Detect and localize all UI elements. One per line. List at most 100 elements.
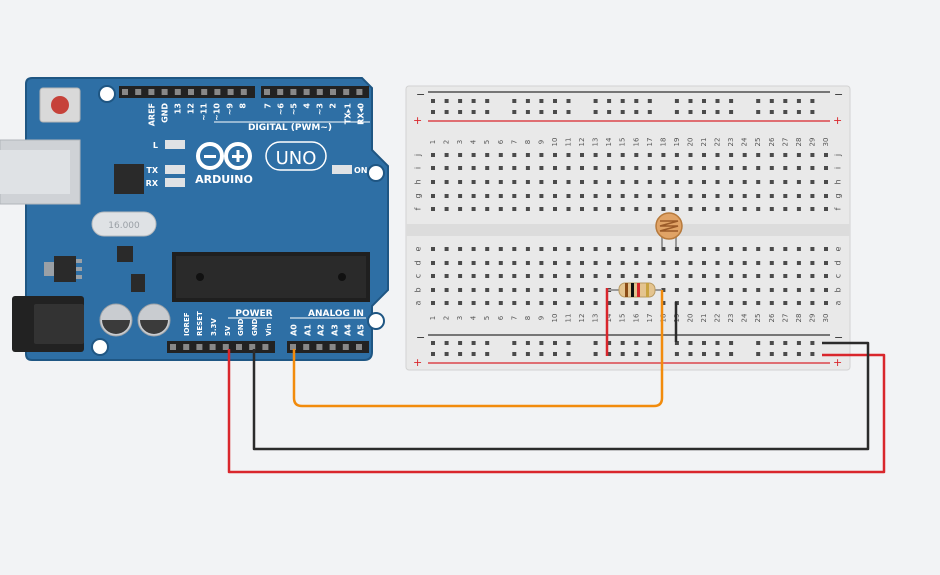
- terminal-hole[interactable]: [674, 166, 679, 170]
- terminal-hole[interactable]: [702, 247, 706, 251]
- rail-hole[interactable]: [688, 341, 693, 345]
- header-pin[interactable]: [227, 89, 234, 95]
- rail-hole[interactable]: [525, 99, 530, 103]
- terminal-hole[interactable]: [824, 166, 828, 170]
- terminal-hole[interactable]: [783, 207, 788, 211]
- terminal-hole[interactable]: [688, 261, 693, 265]
- rail-hole[interactable]: [647, 352, 652, 356]
- terminal-hole[interactable]: [471, 166, 476, 170]
- terminal-hole[interactable]: [688, 247, 693, 251]
- terminal-hole[interactable]: [444, 288, 449, 292]
- rail-hole[interactable]: [688, 110, 693, 114]
- terminal-hole[interactable]: [647, 180, 652, 184]
- terminal-hole[interactable]: [485, 288, 490, 292]
- terminal-hole[interactable]: [729, 194, 734, 198]
- terminal-hole[interactable]: [539, 153, 544, 157]
- terminal-hole[interactable]: [634, 180, 639, 184]
- terminal-hole[interactable]: [796, 166, 801, 170]
- terminal-hole[interactable]: [458, 166, 463, 170]
- rail-hole[interactable]: [715, 341, 720, 345]
- rail-hole[interactable]: [674, 99, 679, 103]
- terminal-hole[interactable]: [661, 274, 666, 278]
- header-pin[interactable]: [277, 89, 284, 95]
- breadboard[interactable]: − + − + − + − + 112233445566778899101011…: [405, 85, 851, 371]
- terminal-hole[interactable]: [756, 180, 761, 184]
- terminal-hole[interactable]: [553, 288, 557, 292]
- terminal-hole[interactable]: [702, 194, 706, 198]
- terminal-hole[interactable]: [769, 274, 774, 278]
- terminal-hole[interactable]: [512, 247, 517, 251]
- terminal-hole[interactable]: [824, 301, 828, 305]
- terminal-hole[interactable]: [702, 180, 706, 184]
- rail-hole[interactable]: [796, 110, 801, 114]
- terminal-hole[interactable]: [674, 180, 679, 184]
- terminal-hole[interactable]: [539, 274, 544, 278]
- terminal-hole[interactable]: [566, 274, 571, 278]
- rail-hole[interactable]: [756, 341, 761, 345]
- terminal-hole[interactable]: [715, 247, 720, 251]
- terminal-hole[interactable]: [702, 288, 706, 292]
- terminal-hole[interactable]: [742, 180, 747, 184]
- terminal-hole[interactable]: [485, 207, 490, 211]
- terminal-hole[interactable]: [688, 301, 693, 305]
- terminal-hole[interactable]: [647, 194, 652, 198]
- terminal-hole[interactable]: [512, 180, 517, 184]
- terminal-hole[interactable]: [729, 247, 734, 251]
- terminal-hole[interactable]: [742, 207, 747, 211]
- terminal-hole[interactable]: [796, 274, 801, 278]
- terminal-hole[interactable]: [702, 153, 706, 157]
- rail-hole[interactable]: [444, 110, 449, 114]
- terminal-hole[interactable]: [661, 301, 666, 305]
- terminal-hole[interactable]: [729, 166, 734, 170]
- terminal-hole[interactable]: [431, 194, 435, 198]
- terminal-hole[interactable]: [539, 207, 544, 211]
- terminal-hole[interactable]: [715, 153, 720, 157]
- header-pin[interactable]: [343, 89, 350, 95]
- terminal-hole[interactable]: [824, 274, 828, 278]
- terminal-hole[interactable]: [566, 301, 571, 305]
- terminal-hole[interactable]: [810, 301, 815, 305]
- terminal-hole[interactable]: [647, 166, 652, 170]
- terminal-hole[interactable]: [431, 288, 435, 292]
- terminal-hole[interactable]: [715, 194, 720, 198]
- terminal-hole[interactable]: [729, 288, 734, 292]
- wire-gnd-black[interactable]: [252, 341, 870, 451]
- terminal-hole[interactable]: [661, 261, 666, 265]
- rail-hole[interactable]: [796, 352, 801, 356]
- terminal-hole[interactable]: [471, 288, 476, 292]
- terminal-hole[interactable]: [458, 301, 463, 305]
- terminal-hole[interactable]: [580, 301, 584, 305]
- terminal-hole[interactable]: [796, 153, 801, 157]
- terminal-hole[interactable]: [444, 247, 449, 251]
- terminal-hole[interactable]: [783, 153, 788, 157]
- terminal-hole[interactable]: [634, 247, 639, 251]
- terminal-hole[interactable]: [593, 288, 598, 292]
- terminal-hole[interactable]: [485, 274, 490, 278]
- terminal-hole[interactable]: [525, 288, 530, 292]
- rail-hole[interactable]: [702, 352, 706, 356]
- terminal-hole[interactable]: [485, 247, 490, 251]
- terminal-hole[interactable]: [634, 166, 639, 170]
- terminal-hole[interactable]: [688, 207, 693, 211]
- terminal-hole[interactable]: [444, 180, 449, 184]
- terminal-hole[interactable]: [607, 274, 612, 278]
- terminal-hole[interactable]: [647, 153, 652, 157]
- terminal-hole[interactable]: [539, 288, 544, 292]
- terminal-hole[interactable]: [729, 153, 734, 157]
- terminal-hole[interactable]: [729, 180, 734, 184]
- terminal-hole[interactable]: [512, 153, 517, 157]
- terminal-hole[interactable]: [796, 261, 801, 265]
- digital-header[interactable]: [119, 86, 369, 98]
- terminal-hole[interactable]: [525, 180, 530, 184]
- rail-hole[interactable]: [512, 99, 517, 103]
- terminal-hole[interactable]: [498, 274, 503, 278]
- terminal-hole[interactable]: [607, 301, 612, 305]
- terminal-hole[interactable]: [498, 153, 503, 157]
- terminal-hole[interactable]: [553, 180, 557, 184]
- terminal-hole[interactable]: [498, 194, 503, 198]
- terminal-hole[interactable]: [688, 180, 693, 184]
- terminal-hole[interactable]: [471, 180, 476, 184]
- terminal-hole[interactable]: [553, 153, 557, 157]
- rail-hole[interactable]: [566, 110, 571, 114]
- terminal-hole[interactable]: [810, 288, 815, 292]
